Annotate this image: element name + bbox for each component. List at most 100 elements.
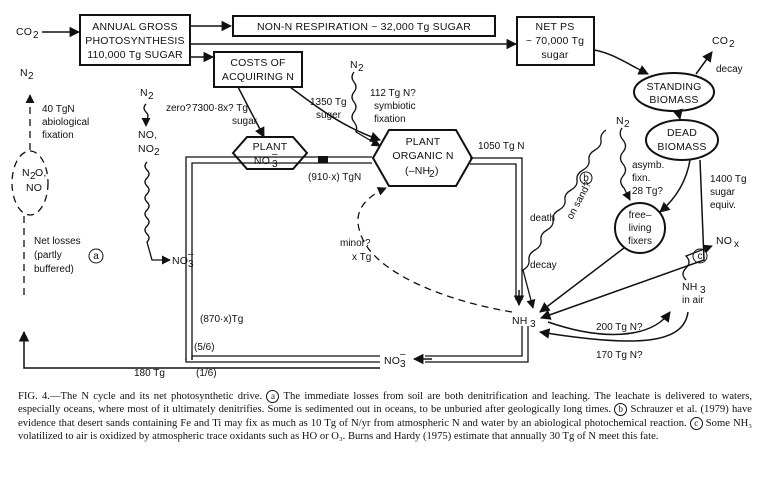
svg-text:NET PS: NET PS <box>536 21 575 33</box>
arrow-plant-organic-to-nh3 <box>470 157 525 307</box>
arrow-costs-to-plant-organic <box>289 86 381 142</box>
svg-text:28 Tg?: 28 Tg? <box>632 186 663 197</box>
svg-text:sugar: sugar <box>541 49 569 61</box>
svg-text:2: 2 <box>624 119 630 130</box>
svg-text:CO: CO <box>16 26 32 38</box>
svg-text:NO: NO <box>384 355 400 367</box>
arrow-net-losses-to-n2 <box>18 330 380 369</box>
caption-prefix: FIG. 4.—The N cycle and its net photosyn… <box>18 391 263 402</box>
svg-text:NO: NO <box>716 235 732 247</box>
svg-text:PHOTOSYNTHESIS: PHOTOSYNTHESIS <box>85 35 184 47</box>
svg-text:2: 2 <box>28 71 34 82</box>
arrow-dead-to-nh3 <box>540 159 705 320</box>
svg-text:–: – <box>400 349 406 360</box>
arrow-dead-to-fixers <box>659 159 691 213</box>
svg-text:N: N <box>616 115 624 127</box>
svg-text:NON-N RESPIRATION ~ 32,000 Tg: NON-N RESPIRATION ~ 32,000 Tg SUGAR <box>257 21 471 33</box>
svg-text:COSTS OF: COSTS OF <box>230 57 285 69</box>
svg-text:O,: O, <box>35 167 47 179</box>
abiological-fixation-label: 40 TgN abiological fixation <box>42 104 89 141</box>
svg-text:NO: NO <box>26 182 42 194</box>
svg-text:c: c <box>698 251 703 262</box>
svg-text:3: 3 <box>530 319 536 330</box>
n2o-no-label: N 2 O, NO <box>22 167 47 194</box>
no-no2-label: NO, NO 2 <box>138 129 160 158</box>
nh3-air-label: NH 3 in air <box>682 281 706 306</box>
svg-text:3: 3 <box>700 285 706 296</box>
no3-soil-label: NO 3 – <box>384 349 406 370</box>
non-n-respiration-box: NON-N RESPIRATION ~ 32,000 Tg SUGAR <box>232 15 496 37</box>
svg-text:asymb.: asymb. <box>632 160 664 171</box>
svg-text:fixn.: fixn. <box>632 173 650 184</box>
plant-organic-n-hexagon: PLANT ORGANIC N (–NH 2 ) <box>371 129 474 187</box>
svg-text:112 Tg N?: 112 Tg N? <box>370 88 416 99</box>
svg-text:b: b <box>583 173 589 184</box>
svg-text:1400 Tg: 1400 Tg <box>710 174 747 185</box>
svg-text:in air: in air <box>682 295 704 306</box>
marker-a: a <box>88 248 104 264</box>
svg-text:(–NH: (–NH <box>405 165 430 177</box>
arrow-standing-to-dead <box>672 108 683 121</box>
svg-text:ORGANIC N: ORGANIC N <box>392 150 453 162</box>
cost-1350-label: 1350 Tg suger <box>310 97 347 121</box>
arrow-n2-to-fixers <box>619 127 631 201</box>
cost-7300-label: 7300·8x? Tg sugar <box>192 103 258 127</box>
arrow-symbiotic-to-plant-organic <box>351 71 381 147</box>
flow-870-label: (870·x)Tg <box>200 314 243 325</box>
svg-text:fixation: fixation <box>42 130 74 141</box>
denitrification-dashed-loop <box>11 94 49 295</box>
caption-marker-b: b <box>614 403 628 417</box>
minor-flow-label: minor? x Tg <box>340 238 371 263</box>
caption-text-b: Schrauzer et al. (1979) have evidence th… <box>18 404 752 429</box>
arrow-costs-to-plant-no3 <box>237 86 265 138</box>
n2-right-label: N 2 <box>616 115 630 130</box>
svg-text:abiological: abiological <box>42 117 89 128</box>
svg-text:PLANT: PLANT <box>253 141 288 153</box>
svg-text:3: 3 <box>272 159 278 170</box>
svg-text:ACQUIRING N: ACQUIRING N <box>222 71 294 83</box>
flow-180-label: 180 Tg <box>134 368 165 379</box>
arrow-net-ps-to-standing <box>593 49 649 75</box>
arrow-nh3-to-soil-no3 <box>412 326 529 365</box>
svg-text:STANDING: STANDING <box>646 81 701 93</box>
svg-text:N: N <box>350 59 358 71</box>
svg-text:NH: NH <box>512 315 528 327</box>
svg-text:2: 2 <box>729 39 735 50</box>
svg-text:7300·8x? Tg: 7300·8x? Tg <box>192 103 248 114</box>
plant-organic-amount: 1050 Tg N <box>478 141 525 152</box>
svg-text:NH: NH <box>682 281 698 293</box>
svg-text:fixation: fixation <box>374 114 406 125</box>
svg-text:Net losses: Net losses <box>34 236 81 247</box>
n2-symbiotic-label: N 2 <box>350 59 364 74</box>
svg-text:–: – <box>272 149 278 160</box>
svg-text:N: N <box>20 67 28 79</box>
svg-text:): ) <box>435 165 439 177</box>
svg-text:N: N <box>22 167 30 179</box>
arrow-nh3-to-air <box>547 311 671 336</box>
svg-text:living: living <box>629 223 652 234</box>
symbiotic-fixation-label: 112 Tg N? symbiotic fixation <box>370 88 416 125</box>
net-ps-box: NET PS ~ 70,000 Tg sugar <box>516 16 595 66</box>
svg-text:sugar: sugar <box>710 187 736 198</box>
net-losses-label: Net losses (partly buffered) <box>34 236 81 275</box>
arrow-no2-to-soil-no3 <box>144 161 171 265</box>
arrow-air-to-nh3 <box>538 311 689 342</box>
plant-no3-hexagon: PLANT NO 3 – <box>231 136 309 170</box>
decay-mid-label: decay <box>530 260 557 271</box>
svg-text:equiv.: equiv. <box>710 200 736 211</box>
svg-text:x: x <box>734 239 739 250</box>
svg-text:40 TgN: 40 TgN <box>42 104 75 115</box>
n2-left-label: N 2 <box>20 67 34 82</box>
standing-biomass-ellipse: STANDING BIOMASS <box>633 72 715 112</box>
nox-label: NO x <box>716 235 739 250</box>
svg-text:NO: NO <box>254 155 270 167</box>
svg-text:3: 3 <box>188 259 194 270</box>
n2-mid-label: N 2 <box>140 87 154 102</box>
svg-text:sugar: sugar <box>232 116 258 127</box>
caption-text-a: The immediate losses from soil are both … <box>18 391 752 416</box>
co2-decay-label: CO 2 <box>712 35 735 50</box>
svg-text:110,000 Tg SUGAR: 110,000 Tg SUGAR <box>87 49 183 61</box>
svg-text:a: a <box>93 251 99 262</box>
decay-top-label: decay <box>716 64 743 75</box>
